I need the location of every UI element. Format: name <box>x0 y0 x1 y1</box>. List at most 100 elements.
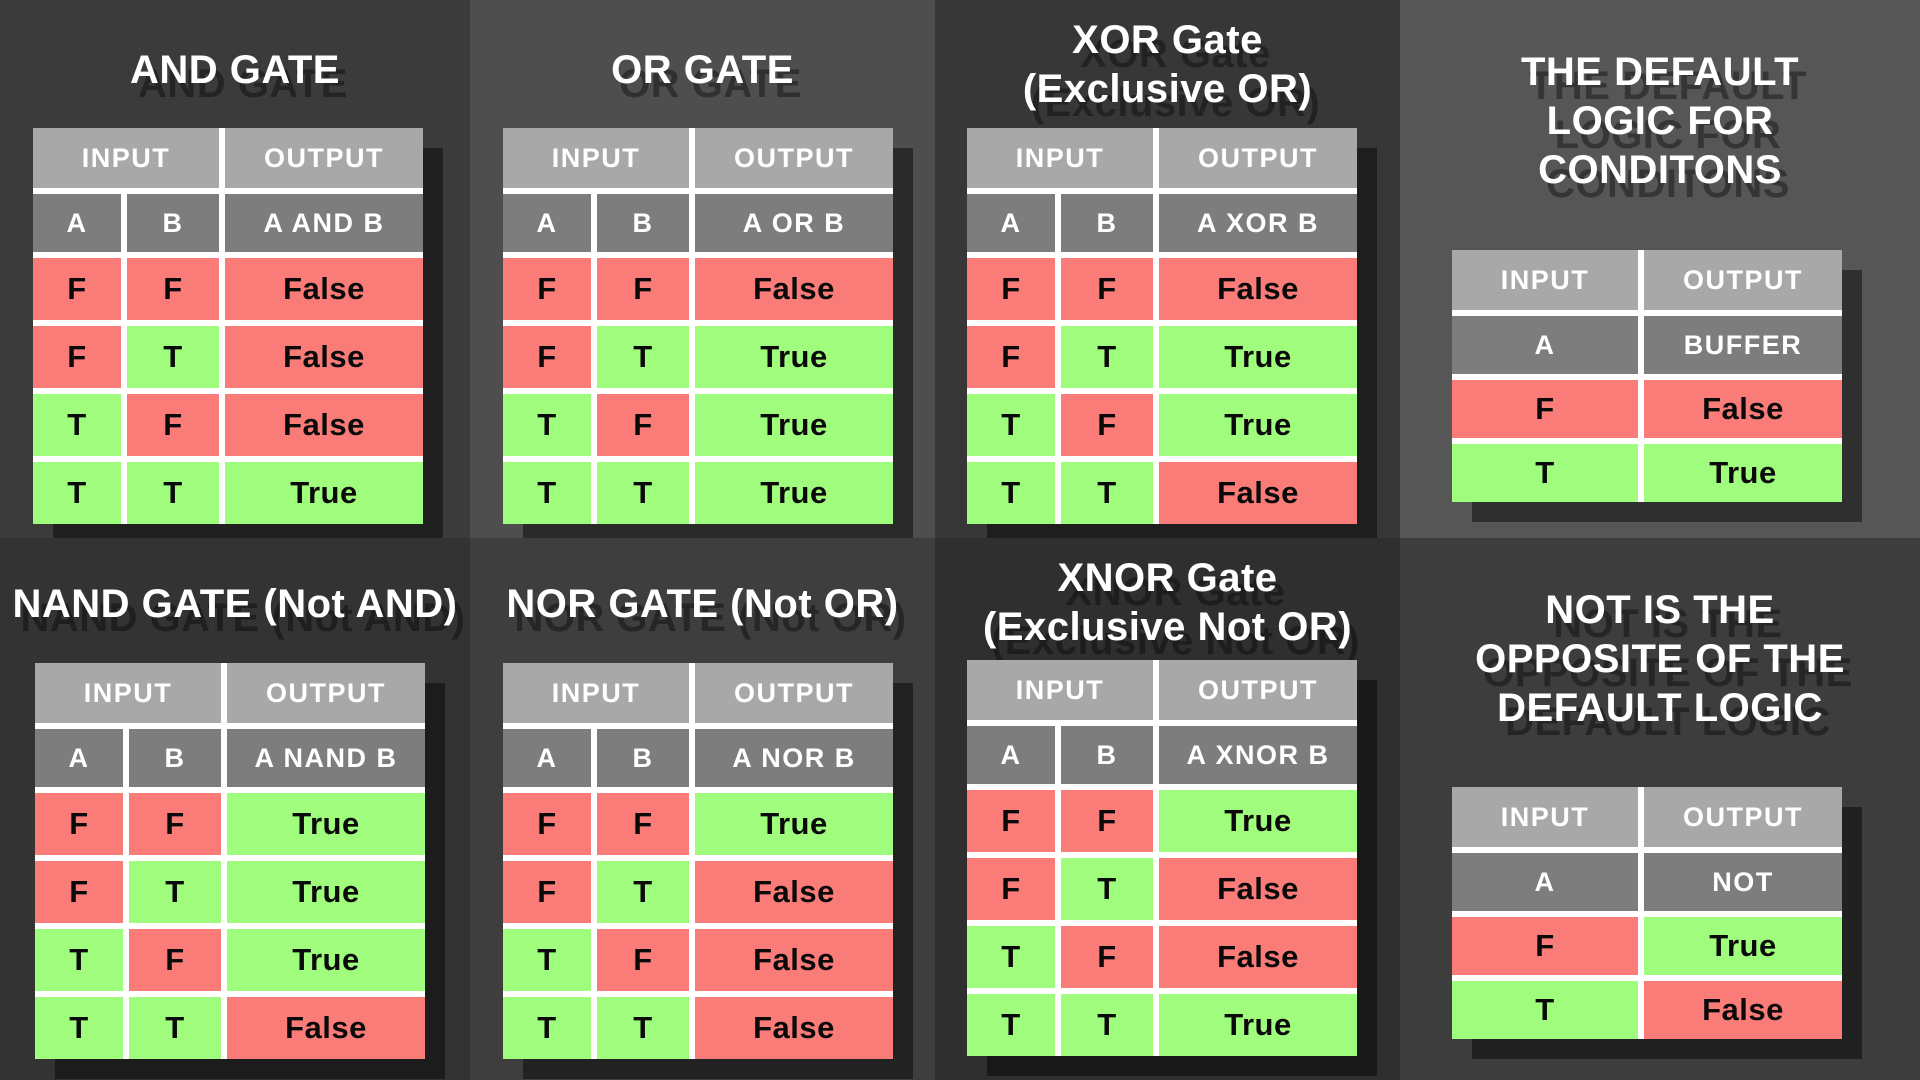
truth-cell-a: T <box>503 929 591 991</box>
truth-cell-a: T <box>35 997 123 1059</box>
truth-table-xor: INPUT OUTPUT A B A XOR B F F False F T T… <box>967 128 1357 524</box>
truth-cell-b: T <box>1061 326 1153 388</box>
col-b-header: B <box>129 729 221 787</box>
truth-cell-output: True <box>1159 994 1357 1056</box>
col-out-header: A OR B <box>695 194 893 252</box>
truth-cell-b: F <box>597 793 689 855</box>
truth-cell-b: T <box>129 861 221 923</box>
truth-cell-output: False <box>1159 858 1357 920</box>
truth-cell-a: F <box>503 861 591 923</box>
truth-cell-a: F <box>967 790 1055 852</box>
col-out-header: A XOR B <box>1159 194 1357 252</box>
truth-cell-a: T <box>33 394 121 456</box>
col-a-header: A <box>1452 316 1638 374</box>
panel-title-nor: NOR GATE (Not OR) <box>506 582 899 626</box>
output-header: OUTPUT <box>1644 250 1842 310</box>
truth-table-not: INPUT OUTPUT A NOT F True T False <box>1452 787 1842 1039</box>
panel-title-not: NOT IS THE OPPOSITE OF THE DEFAULT LOGIC <box>1475 588 1845 730</box>
panel-default-buffer: THE DEFAULT LOGIC FOR CONDITONS INPUT OU… <box>1400 0 1920 538</box>
panel-title-default: THE DEFAULT LOGIC FOR CONDITONS <box>1520 50 1800 192</box>
truth-cell-b: T <box>597 462 689 524</box>
truth-cell-output: True <box>227 929 425 991</box>
truth-cell-b: F <box>597 929 689 991</box>
truth-cell-output: False <box>225 326 423 388</box>
col-out-header: A AND B <box>225 194 423 252</box>
col-out-header: BUFFER <box>1644 316 1842 374</box>
col-b-header: B <box>1061 726 1153 784</box>
truth-cell-b: T <box>127 326 219 388</box>
col-out-header: A XNOR B <box>1159 726 1357 784</box>
panel-title-xnor: XNOR Gate (Exclusive Not OR) <box>982 556 1353 649</box>
truth-cell-b: F <box>597 258 689 320</box>
truth-cell-output: True <box>695 462 893 524</box>
truth-cell-a: F <box>967 858 1055 920</box>
truth-cell-output: False <box>227 997 425 1059</box>
input-header: INPUT <box>35 663 221 723</box>
truth-cell-a: F <box>35 793 123 855</box>
truth-cell-output: True <box>1159 326 1357 388</box>
panel-or-gate: OR GATE INPUT OUTPUT A B A OR B F F Fals… <box>470 0 935 538</box>
input-header: INPUT <box>33 128 219 188</box>
truth-cell-a: F <box>1452 917 1638 975</box>
col-a-header: A <box>503 194 591 252</box>
truth-table-or: INPUT OUTPUT A B A OR B F F False F T Tr… <box>503 128 893 524</box>
output-header: OUTPUT <box>1159 660 1357 720</box>
truth-cell-output: False <box>695 929 893 991</box>
truth-cell-a: F <box>503 793 591 855</box>
truth-cell-a: F <box>503 258 591 320</box>
truth-cell-b: T <box>597 326 689 388</box>
panel-title-or: OR GATE <box>611 48 794 92</box>
truth-cell-output: False <box>695 258 893 320</box>
output-header: OUTPUT <box>1644 787 1842 847</box>
truth-cell-a: T <box>503 462 591 524</box>
col-b-header: B <box>597 194 689 252</box>
truth-cell-b: T <box>1061 858 1153 920</box>
truth-cell-b: F <box>129 793 221 855</box>
col-b-header: B <box>597 729 689 787</box>
truth-cell-output: False <box>695 997 893 1059</box>
panel-xor-gate: XOR Gate (Exclusive OR) INPUT OUTPUT A B… <box>935 0 1400 538</box>
truth-cell-output: False <box>1644 981 1842 1039</box>
col-a-header: A <box>1452 853 1638 911</box>
panel-xnor-gate: XNOR Gate (Exclusive Not OR) INPUT OUTPU… <box>935 538 1400 1080</box>
truth-cell-output: True <box>227 793 425 855</box>
col-a-header: A <box>35 729 123 787</box>
truth-cell-b: F <box>1061 790 1153 852</box>
truth-cell-b: F <box>127 394 219 456</box>
output-header: OUTPUT <box>695 128 893 188</box>
truth-cell-b: F <box>1061 926 1153 988</box>
truth-cell-a: F <box>503 326 591 388</box>
truth-cell-a: T <box>33 462 121 524</box>
col-a-header: A <box>503 729 591 787</box>
truth-cell-output: True <box>695 394 893 456</box>
truth-cell-a: T <box>503 394 591 456</box>
output-header: OUTPUT <box>225 128 423 188</box>
panel-nor-gate: NOR GATE (Not OR) INPUT OUTPUT A B A NOR… <box>470 538 935 1080</box>
input-header: INPUT <box>1452 250 1638 310</box>
panel-title-and: AND GATE <box>130 48 340 92</box>
truth-cell-b: F <box>1061 258 1153 320</box>
truth-cell-a: T <box>35 929 123 991</box>
truth-cell-a: T <box>503 997 591 1059</box>
truth-cell-output: True <box>1159 394 1357 456</box>
truth-cell-b: F <box>127 258 219 320</box>
truth-cell-b: T <box>1061 994 1153 1056</box>
truth-cell-output: False <box>1159 926 1357 988</box>
input-header: INPUT <box>503 128 689 188</box>
truth-cell-output: True <box>1644 917 1842 975</box>
truth-cell-output: True <box>227 861 425 923</box>
output-header: OUTPUT <box>695 663 893 723</box>
truth-table-buffer: INPUT OUTPUT A BUFFER F False T True <box>1452 250 1842 502</box>
truth-cell-b: T <box>597 861 689 923</box>
panel-not-gate: NOT IS THE OPPOSITE OF THE DEFAULT LOGIC… <box>1400 538 1920 1080</box>
truth-cell-b: T <box>1061 462 1153 524</box>
truth-cell-b: F <box>597 394 689 456</box>
output-header: OUTPUT <box>1159 128 1357 188</box>
panel-and-gate: AND GATE INPUT OUTPUT A B A AND B F F Fa… <box>0 0 470 538</box>
col-b-header: B <box>1061 194 1153 252</box>
truth-cell-output: False <box>225 258 423 320</box>
col-out-header: A NOR B <box>695 729 893 787</box>
col-a-header: A <box>33 194 121 252</box>
truth-cell-a: F <box>967 326 1055 388</box>
